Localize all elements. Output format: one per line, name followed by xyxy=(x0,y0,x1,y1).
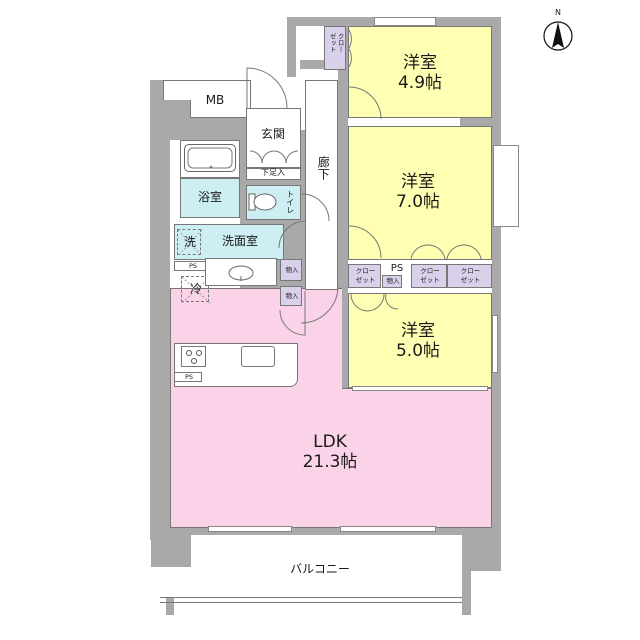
ldk-window-left xyxy=(208,526,292,532)
ps-kitchen: PS xyxy=(174,372,202,382)
wall-balcony-left-pillar xyxy=(151,527,191,567)
hallway-label: 廊下 xyxy=(316,156,331,180)
stove-icon xyxy=(181,346,206,367)
storage-washroom-1: 物入 xyxy=(280,259,302,281)
closet-low-doors-icon xyxy=(350,293,399,312)
toilet-door-icon xyxy=(301,193,330,222)
bedroom-mid-size: 7.0帖 xyxy=(395,192,441,212)
ps-bedroom-label: PS xyxy=(390,263,404,274)
washroom-label: 洗面室 xyxy=(221,234,258,248)
bedroom-top-window xyxy=(374,17,436,26)
storage-bedroom: 物入 xyxy=(382,275,402,288)
hallway xyxy=(305,80,338,290)
shoe-storage-label: 下足入 xyxy=(261,168,285,177)
bedroom-mid-bay-window xyxy=(493,145,519,227)
ldk-door-icon xyxy=(279,291,306,336)
bedroom-low xyxy=(348,293,492,388)
bedroom-low-window-right xyxy=(492,315,498,373)
closet-left: クロー ゼット xyxy=(348,264,381,288)
bedroom-top-door-icon xyxy=(348,86,382,120)
fridge-space: 冷 xyxy=(181,276,211,304)
wall-bottom-ldk xyxy=(150,527,501,535)
bedroom-mid-label: 洋室 xyxy=(401,172,435,192)
bedroom-mid xyxy=(348,126,492,260)
balcony-rail xyxy=(160,597,462,603)
bathtub-icon xyxy=(184,144,236,172)
wall-left-mb-block xyxy=(150,80,170,540)
closet-mid-doors-icon xyxy=(410,244,482,260)
closet-bedroom-top: クロー ゼット xyxy=(324,26,346,70)
north-arrow-icon xyxy=(543,21,573,51)
wall-left-corr-step xyxy=(300,60,345,69)
toilet-icon xyxy=(248,190,277,214)
bedroom-mid-door-icon xyxy=(348,225,382,259)
bedroom-low-label: 洋室 xyxy=(401,321,435,341)
mb-label: MB xyxy=(205,93,225,107)
washroom-door-icon xyxy=(278,220,306,249)
vanity xyxy=(205,258,277,286)
washer-space: 洗 xyxy=(177,229,203,257)
balcony-label: バルコニー xyxy=(290,562,350,576)
ldk-label: LDK xyxy=(313,432,347,452)
closet-top-doors-icon xyxy=(348,29,352,68)
kitchen-sink-icon xyxy=(241,346,275,367)
bedroom-top-size: 4.9帖 xyxy=(397,73,443,93)
compass-label: N xyxy=(555,8,561,17)
wall-left-upper-corr xyxy=(287,17,296,77)
closet-mid-1: クロー ゼット xyxy=(411,264,447,288)
entrance-door-icon xyxy=(246,67,288,109)
toilet-label: トイレ xyxy=(285,190,295,214)
entrance xyxy=(246,108,301,168)
wall-balcony-right-post xyxy=(462,560,471,615)
entrance-label: 玄関 xyxy=(260,127,285,141)
bathroom xyxy=(180,178,240,218)
wall-hall-right xyxy=(338,25,348,388)
balcony xyxy=(191,535,462,600)
storage-washroom-2: 物入 xyxy=(280,286,302,306)
shoe-storage xyxy=(246,168,301,180)
ldk xyxy=(170,388,492,528)
closet-mid-2: クロー ゼット xyxy=(447,264,492,288)
ldk-size: 21.3帖 xyxy=(302,452,358,472)
bedroom-top-label: 洋室 xyxy=(403,53,437,73)
shoe-cabinet-doors-icon xyxy=(249,150,299,164)
meter-box xyxy=(163,80,251,100)
bedroom-low-size: 5.0帖 xyxy=(395,341,441,361)
bedroom-top xyxy=(348,26,492,118)
bathroom-label: 浴室 xyxy=(197,190,222,204)
bedroom-low-window-bottom xyxy=(352,386,488,391)
wall-balcony-left-post xyxy=(166,597,174,615)
wall-right-upper xyxy=(492,17,501,137)
ldk-door-right-icon xyxy=(300,285,339,324)
ldk-window-right xyxy=(340,526,436,532)
